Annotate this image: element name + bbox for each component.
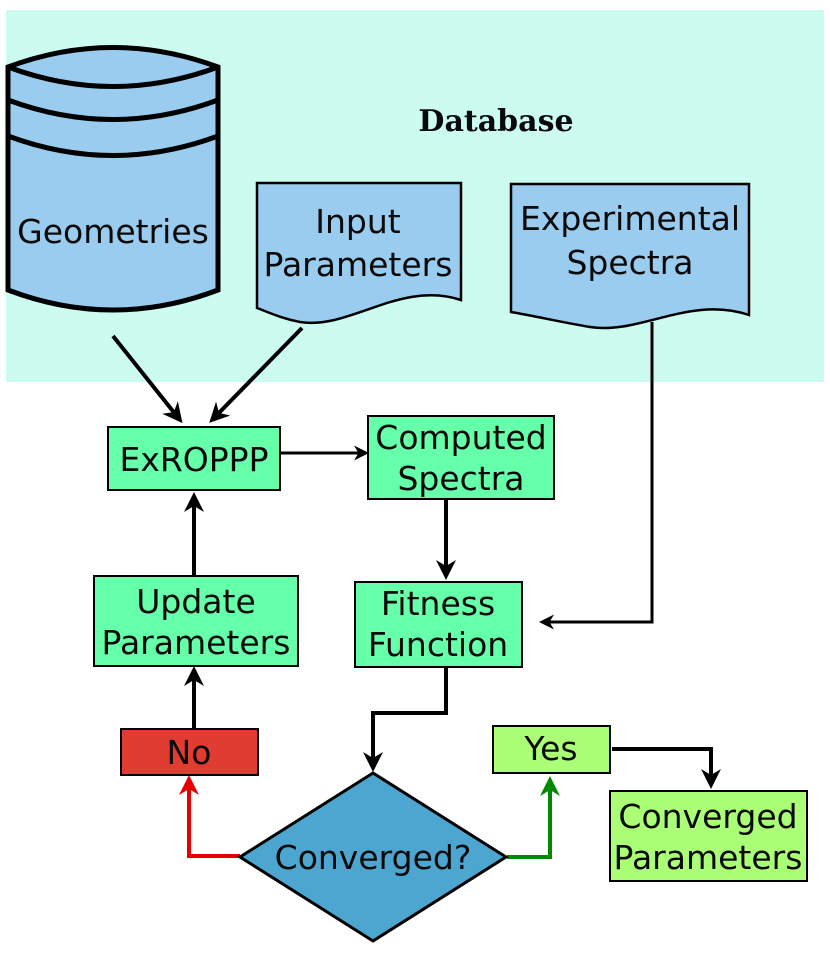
arrow-converged-to-no <box>179 775 240 858</box>
converged-question-label: Converged? <box>275 838 472 877</box>
arrow-input-to-exroppp <box>209 326 304 423</box>
experimental-spectra-document: Experimental Spectra <box>509 182 751 330</box>
geometries-label: Geometries <box>17 212 209 251</box>
exroppp-box: ExROPPP <box>107 426 281 491</box>
input-parameters-line2: Parameters <box>264 245 453 284</box>
update-parameters-box: Update Parameters <box>93 575 299 667</box>
arrow-converged-to-yes <box>507 776 560 859</box>
fitness-function-box: Fitness Function <box>354 581 523 668</box>
yes-box: Yes <box>492 725 611 774</box>
arrow-yes-to-converged-parameters <box>612 747 721 789</box>
no-box: No <box>120 728 259 776</box>
fitness-function-line1: Fitness <box>381 584 495 623</box>
arrow-geometries-to-exroppp <box>111 334 183 424</box>
converged-parameters-line1: Converged <box>618 797 797 836</box>
yes-label: Yes <box>523 729 577 768</box>
converged-decision: Converged? <box>237 771 509 943</box>
converged-parameters-line2: Parameters <box>614 838 803 877</box>
computed-spectra-line1: Computed <box>375 418 546 457</box>
geometries-cylinder: Geometries <box>5 45 221 313</box>
experimental-spectra-line2: Spectra <box>566 243 693 282</box>
computed-spectra-line2: Spectra <box>397 459 524 498</box>
fitness-function-line2: Function <box>368 625 508 664</box>
database-title: Database <box>418 104 573 139</box>
input-parameters-line1: Input <box>315 202 401 241</box>
no-label: No <box>167 733 212 772</box>
experimental-spectra-line1: Experimental <box>520 199 740 238</box>
input-parameters-document: Input Parameters <box>255 181 463 325</box>
arrow-fitness-to-converged <box>363 667 448 772</box>
update-parameters-line1: Update <box>136 582 256 621</box>
arrow-experimental-to-fitness <box>539 322 654 630</box>
update-parameters-line2: Parameters <box>102 623 291 662</box>
computed-spectra-box: Computed Spectra <box>367 415 555 500</box>
converged-parameters-box: Converged Parameters <box>609 790 808 882</box>
exroppp-label: ExROPPP <box>120 440 269 479</box>
